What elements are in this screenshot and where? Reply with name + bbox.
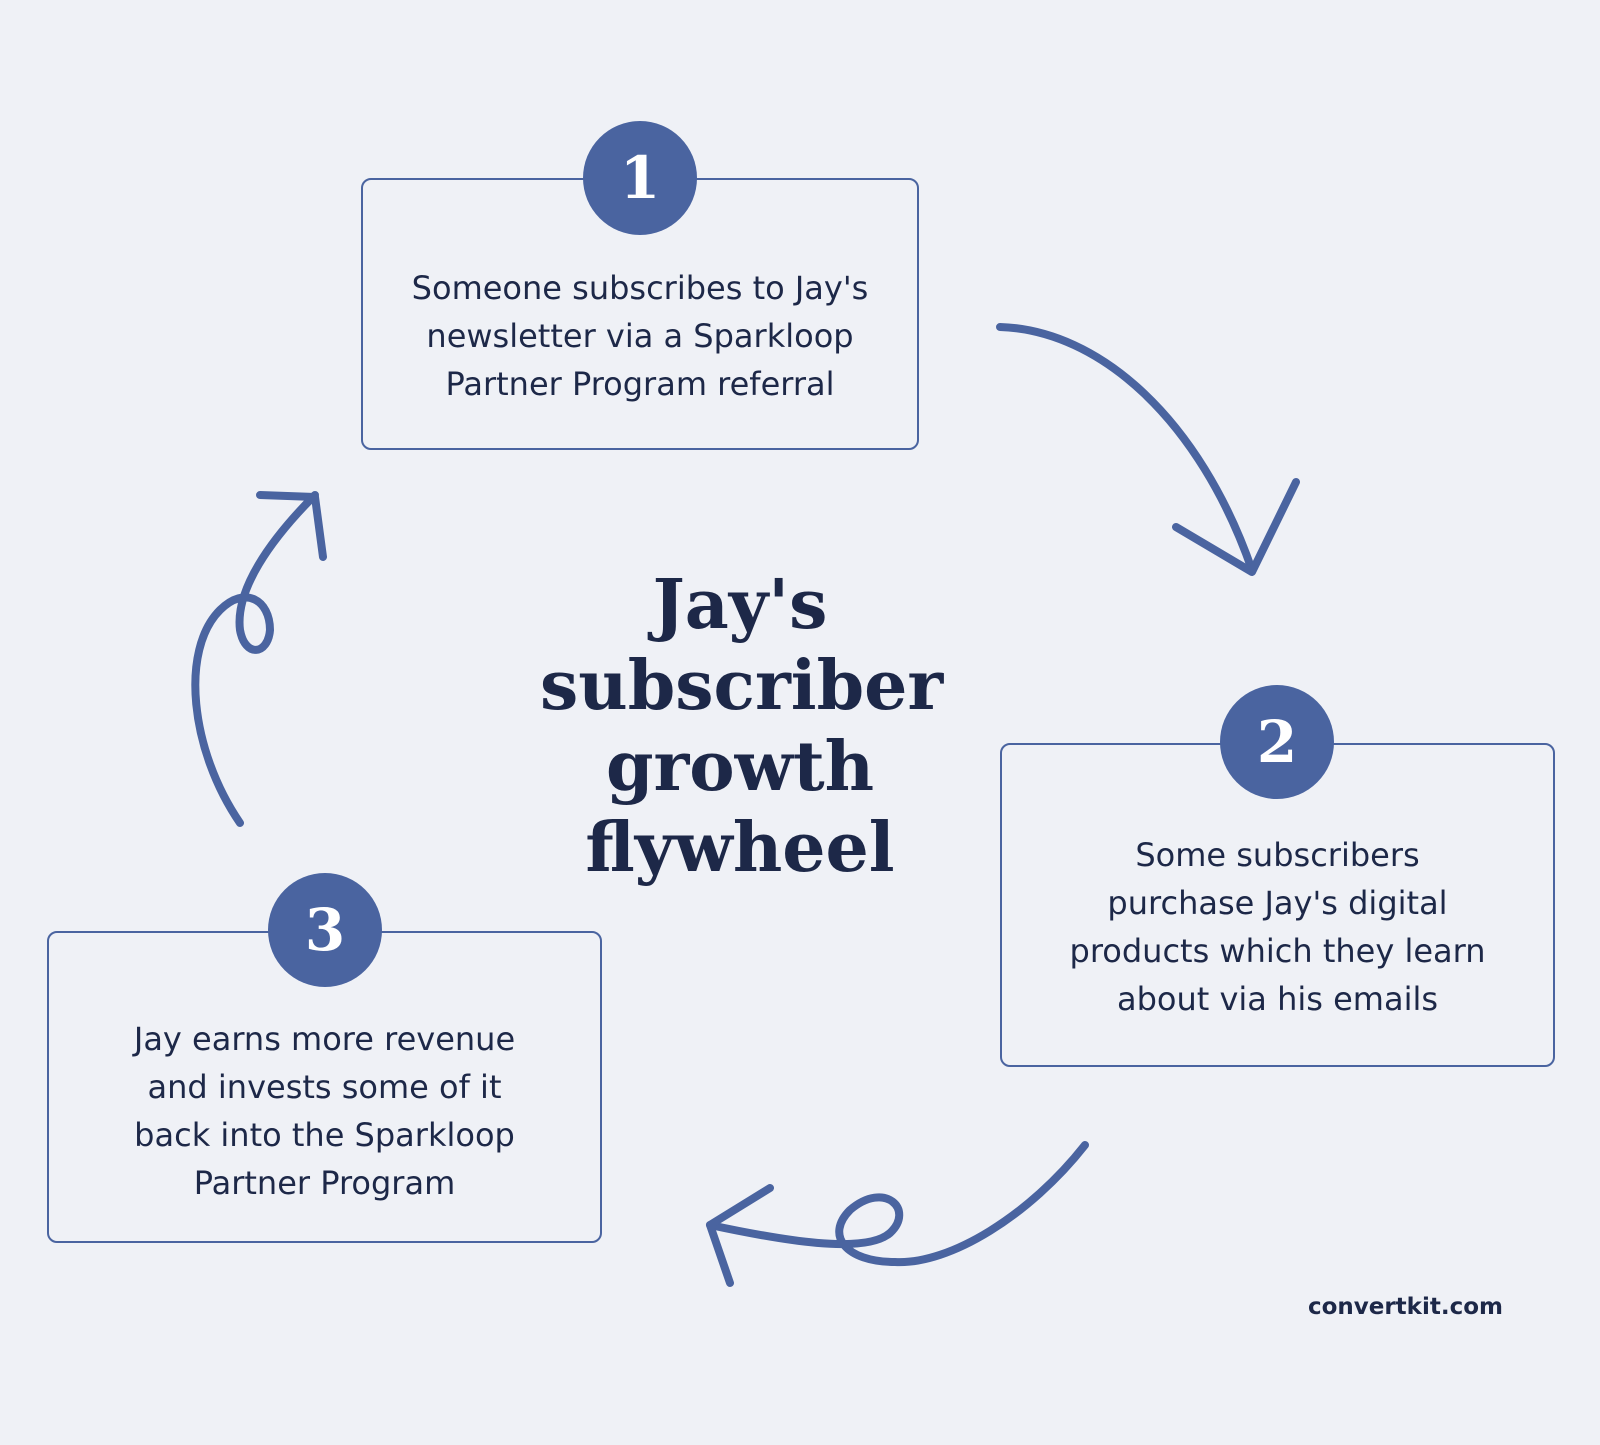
step-1-line: newsletter via a Sparkloop: [426, 317, 854, 355]
step-2-line: purchase Jay's digital: [1107, 884, 1448, 922]
title-line: Jay's: [652, 565, 828, 645]
title-line: flywheel: [585, 808, 895, 888]
step-3-number-badge: 3: [268, 873, 382, 987]
arrow-step3-to-step1: [191, 491, 327, 827]
diagram-title: Jay's subscriber growth flywheel: [540, 565, 944, 889]
source-credit: convertkit.com: [1307, 1294, 1503, 1320]
step-2-line: products which they learn: [1069, 932, 1486, 970]
step-1-line: Partner Program referral: [445, 365, 835, 403]
step-3-line: Jay earns more revenue: [133, 1020, 516, 1058]
step-1-text: Someone subscribes to Jay's newsletter v…: [363, 264, 917, 408]
step-2-line: about via his emails: [1116, 980, 1439, 1018]
arrow-step1-to-step2: [996, 323, 1300, 576]
step-2-line: Some subscribers: [1135, 836, 1420, 874]
step-2-text: Some subscribers purchase Jay's digital …: [1002, 831, 1553, 1023]
step-3-line: and invests some of it: [147, 1068, 502, 1106]
arrow-step2-to-step3: [706, 1141, 1089, 1287]
title-line: subscriber: [540, 646, 944, 726]
step-3-line: back into the Sparkloop: [134, 1116, 515, 1154]
step-1-number-badge: 1: [583, 121, 697, 235]
step-1-box: Someone subscribes to Jay's newsletter v…: [361, 178, 919, 450]
step-3-line: Partner Program: [193, 1164, 456, 1202]
title-line: growth: [605, 727, 875, 807]
step-2-number-badge: 2: [1220, 685, 1334, 799]
step-3-text: Jay earns more revenue and invests some …: [49, 1015, 600, 1207]
step-1-line: Someone subscribes to Jay's: [411, 269, 869, 307]
step-3-box: Jay earns more revenue and invests some …: [47, 931, 602, 1243]
